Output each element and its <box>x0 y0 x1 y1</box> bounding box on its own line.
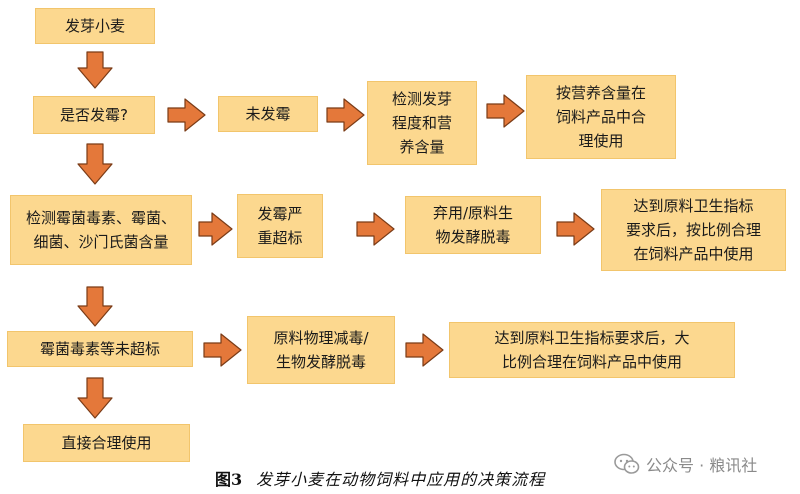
figure-title: 发芽小麦在动物饲料中应用的决策流程 <box>256 470 546 489</box>
arrow-down-4 <box>77 377 113 419</box>
box-is-moldy-label: 是否发霉? <box>60 106 128 124</box>
box-severe-mold-label: 发霉严 重超标 <box>257 205 303 247</box>
box-severe-mold: 发霉严 重超标 <box>237 194 323 258</box>
watermark-text: 公众号 · 粮讯社 <box>646 456 758 475</box>
arrow-right-3 <box>486 94 525 128</box>
box-use-by-nutrition: 按营养含量在 饲料产品中合 理使用 <box>526 75 676 159</box>
box-physical-detox: 原料物理减毒/ 生物发酵脱毒 <box>247 316 395 384</box>
box-discard-or-detox: 弃用/原料生 物发酵脱毒 <box>405 196 541 254</box>
wechat-icon <box>614 453 640 474</box>
box-direct-use-label: 直接合理使用 <box>61 434 152 452</box>
box-sprouted-wheat-label: 发芽小麦 <box>64 17 125 35</box>
arrow-right-1 <box>167 98 206 132</box>
box-detect-toxins: 检测霉菌毒素、霉菌、 细菌、沙门氏菌含量 <box>10 195 192 265</box>
box-not-exceeding-label: 霉菌毒素等未超标 <box>39 340 160 358</box>
box-is-moldy: 是否发霉? <box>33 96 155 134</box>
arrow-right-7 <box>203 333 242 367</box>
arrow-right-8 <box>405 333 444 367</box>
arrow-right-6 <box>556 212 595 246</box>
box-meet-standard-large-label: 达到原料卫生指标要求后，大 比例合理在饲料产品中使用 <box>494 329 690 371</box>
arrow-right-4 <box>198 212 233 246</box>
arrow-down-2 <box>77 143 113 185</box>
box-discard-or-detox-label: 弃用/原料生 物发酵脱毒 <box>432 204 514 246</box>
box-physical-detox-label: 原料物理减毒/ 生物发酵脱毒 <box>273 329 369 371</box>
box-detect-toxins-label: 检测霉菌毒素、霉菌、 细菌、沙门氏菌含量 <box>25 209 176 251</box>
arrow-down-3 <box>77 286 113 327</box>
figure-caption: 图3 发芽小麦在动物饲料中应用的决策流程 <box>215 466 545 490</box>
figure-number: 图3 <box>215 470 243 489</box>
box-detect-germination: 检测发芽 程度和营 养含量 <box>367 81 477 165</box>
box-direct-use: 直接合理使用 <box>23 424 190 462</box>
box-not-moldy: 未发霉 <box>218 96 318 132</box>
box-meet-standard-large: 达到原料卫生指标要求后，大 比例合理在饲料产品中使用 <box>449 322 735 378</box>
box-meet-standard-proportion: 达到原料卫生指标 要求后，按比例合理 在饲料产品中使用 <box>601 189 786 271</box>
box-sprouted-wheat: 发芽小麦 <box>35 8 155 44</box>
box-not-exceeding: 霉菌毒素等未超标 <box>7 331 193 367</box>
box-use-by-nutrition-label: 按营养含量在 饲料产品中合 理使用 <box>555 84 646 150</box>
watermark: 公众号 · 粮讯社 <box>614 452 757 476</box>
box-detect-germination-label: 检测发芽 程度和营 养含量 <box>391 90 452 156</box>
arrow-right-5 <box>356 212 395 246</box>
arrow-right-2 <box>326 98 365 132</box>
box-meet-standard-proportion-label: 达到原料卫生指标 要求后，按比例合理 在饲料产品中使用 <box>625 197 761 263</box>
box-not-moldy-label: 未发霉 <box>245 105 291 123</box>
arrow-down-1 <box>77 51 113 89</box>
